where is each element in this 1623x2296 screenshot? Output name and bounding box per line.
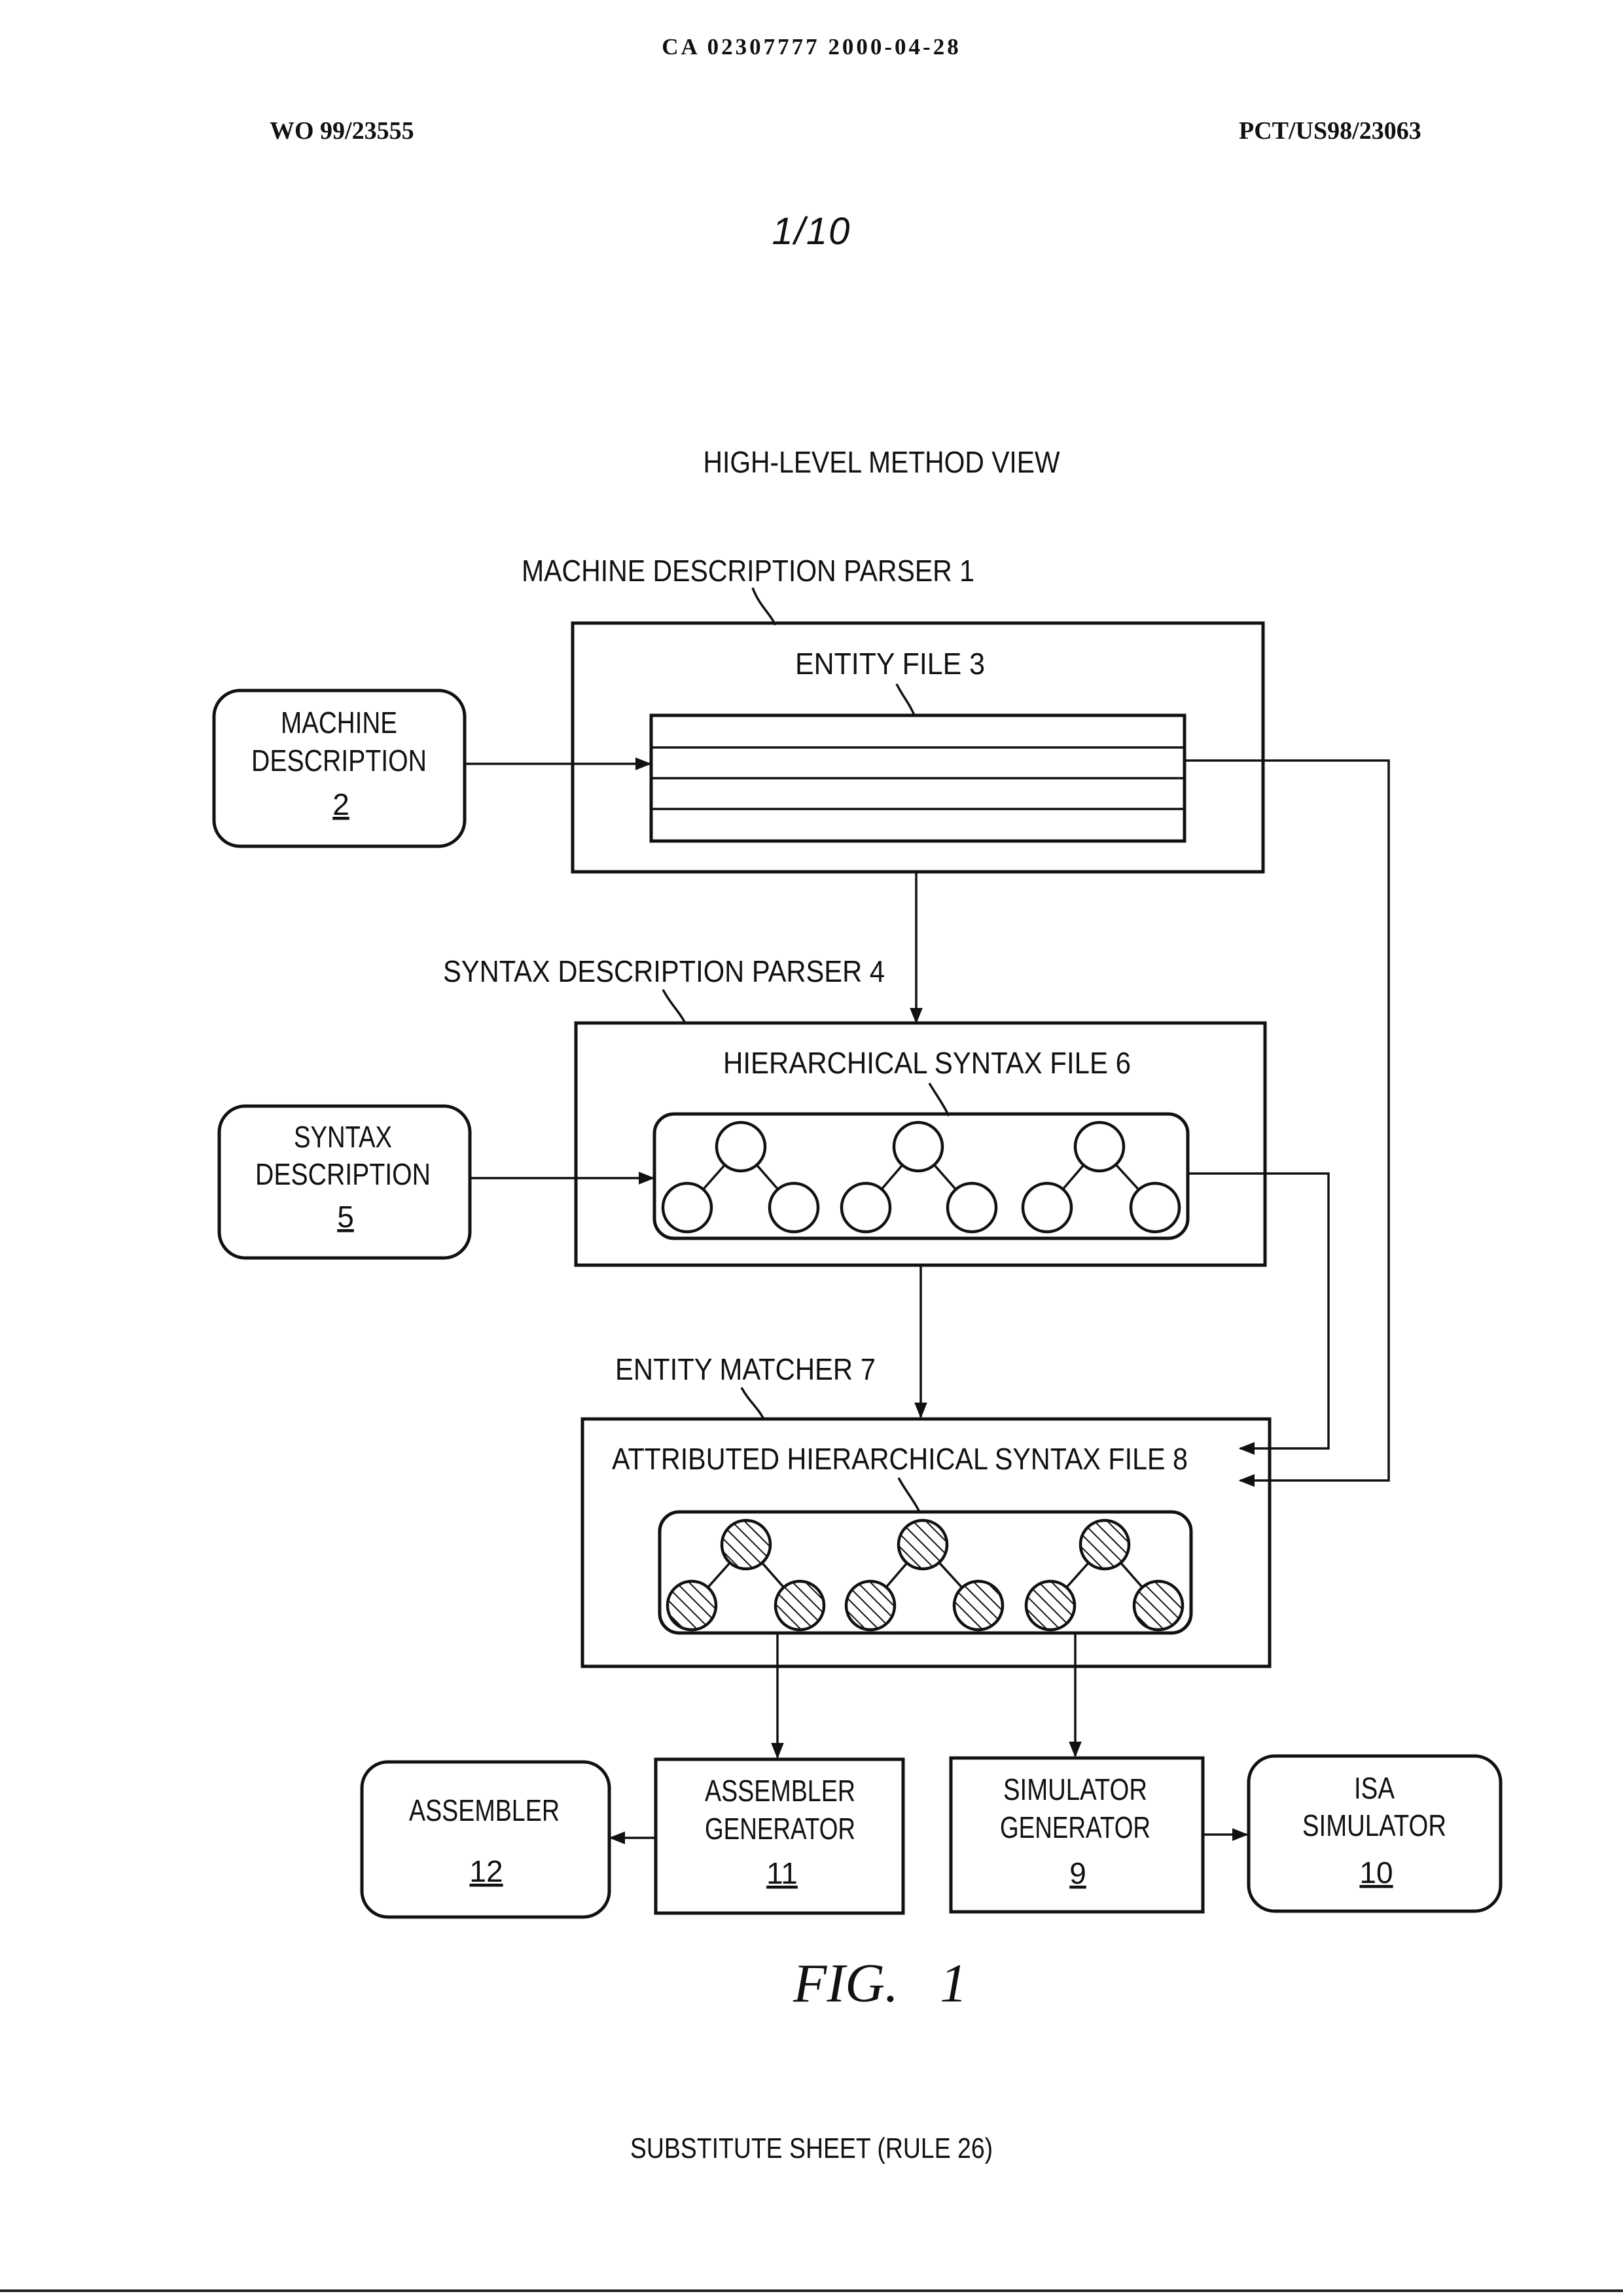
entity-file-table xyxy=(651,715,1185,841)
hierarchical-file-label: HIERARCHICAL SYNTAX FILE 6 xyxy=(723,1046,1131,1080)
assembler-generator-number: 11 xyxy=(766,1856,798,1890)
entity-file-leader xyxy=(897,684,915,717)
machine-description-line1: MACHINE xyxy=(281,706,397,740)
isa-simulator-line2: SIMULATOR xyxy=(1302,1808,1446,1842)
machine-description-number: 2 xyxy=(332,787,349,821)
diagram-title: HIGH-LEVEL METHOD VIEW xyxy=(704,445,1061,479)
attributed-file-label: ATTRIBUTED HIERARCHICAL SYNTAX FILE 8 xyxy=(612,1442,1188,1476)
syntax-parser-label: SYNTAX DESCRIPTION PARSER 4 xyxy=(443,954,885,988)
entity-matcher-leader xyxy=(741,1388,764,1420)
hierarchical-trees xyxy=(663,1122,1179,1232)
assembler-box xyxy=(362,1762,609,1917)
bottom-rule xyxy=(0,2289,1623,2292)
assembler-generator-line1: ASSEMBLER xyxy=(705,1774,855,1808)
simulator-generator-number: 9 xyxy=(1069,1856,1086,1890)
isa-simulator-number: 10 xyxy=(1359,1856,1393,1890)
syntax-description-line2: DESCRIPTION xyxy=(255,1157,431,1191)
attributed-file-leader xyxy=(899,1478,919,1512)
footer-text: SUBSTITUTE SHEET (RULE 26) xyxy=(122,2132,1501,2165)
assembler-generator-line2: GENERATOR xyxy=(705,1812,855,1846)
simulator-generator-line1: SIMULATOR xyxy=(1003,1772,1147,1806)
syntax-description-line1: SYNTAX xyxy=(294,1120,392,1154)
assembler-line1: ASSEMBLER xyxy=(409,1793,560,1827)
hierarchical-file-leader xyxy=(929,1083,949,1116)
entity-matcher-label: ENTITY MATCHER 7 xyxy=(615,1352,876,1386)
isa-simulator-line1: ISA xyxy=(1354,1771,1395,1805)
entity-file-label: ENTITY FILE 3 xyxy=(795,647,985,681)
figure-caption: FIG. 1 xyxy=(793,1953,967,2014)
machine-description-line2: DESCRIPTION xyxy=(251,744,427,778)
syntax-parser-leader xyxy=(663,990,686,1024)
arrow-entity-file-to-matcher xyxy=(1185,761,1389,1480)
machine-parser-label: MACHINE DESCRIPTION PARSER 1 xyxy=(522,554,974,588)
simulator-generator-line2: GENERATOR xyxy=(1000,1810,1150,1844)
arrow-hierarchical-to-matcher xyxy=(1188,1174,1329,1448)
attributed-trees xyxy=(668,1520,1183,1630)
assembler-number: 12 xyxy=(469,1854,503,1888)
syntax-description-number: 5 xyxy=(337,1200,354,1234)
machine-parser-leader xyxy=(753,588,776,625)
